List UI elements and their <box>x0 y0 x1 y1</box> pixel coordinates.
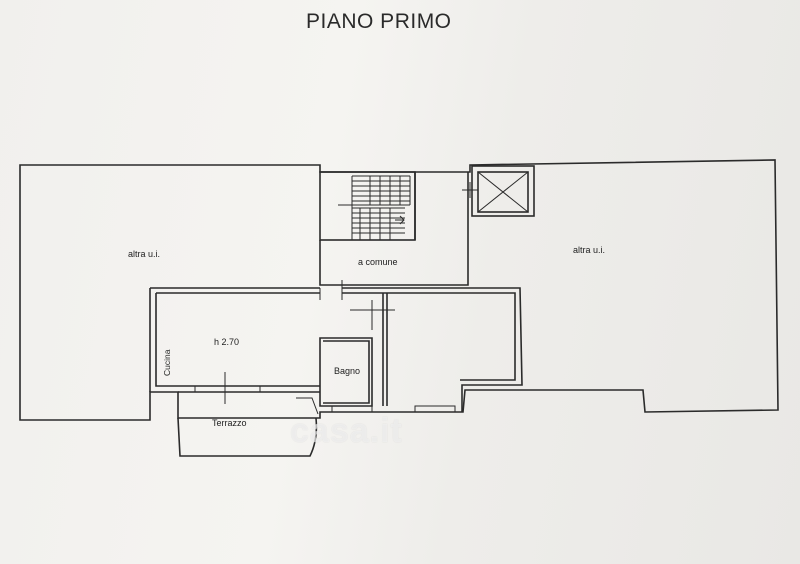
plan-title: PIANO PRIMO <box>306 10 452 33</box>
terrace-outline <box>177 417 318 457</box>
label-terrace: Terrazzo <box>212 418 247 428</box>
stairwell <box>319 171 416 241</box>
label-room-height: h 2.70 <box>214 337 240 347</box>
lift-shaft <box>471 165 535 217</box>
label-left-unit: altra u.i. <box>128 249 161 259</box>
stair-arrow <box>395 215 405 225</box>
watermark-logo: casa.it <box>290 412 403 450</box>
common-area-wall <box>319 172 469 286</box>
label-common-area: a comune <box>358 257 398 267</box>
stair-treads <box>338 175 411 240</box>
label-bathroom: Bagno <box>334 366 361 376</box>
label-right-unit: altra u.i. <box>573 245 606 255</box>
partition-wall <box>382 293 388 406</box>
outer-wall <box>19 159 779 421</box>
unit-outer-wall <box>150 287 523 412</box>
label-kitchen: Cucina <box>162 349 172 376</box>
